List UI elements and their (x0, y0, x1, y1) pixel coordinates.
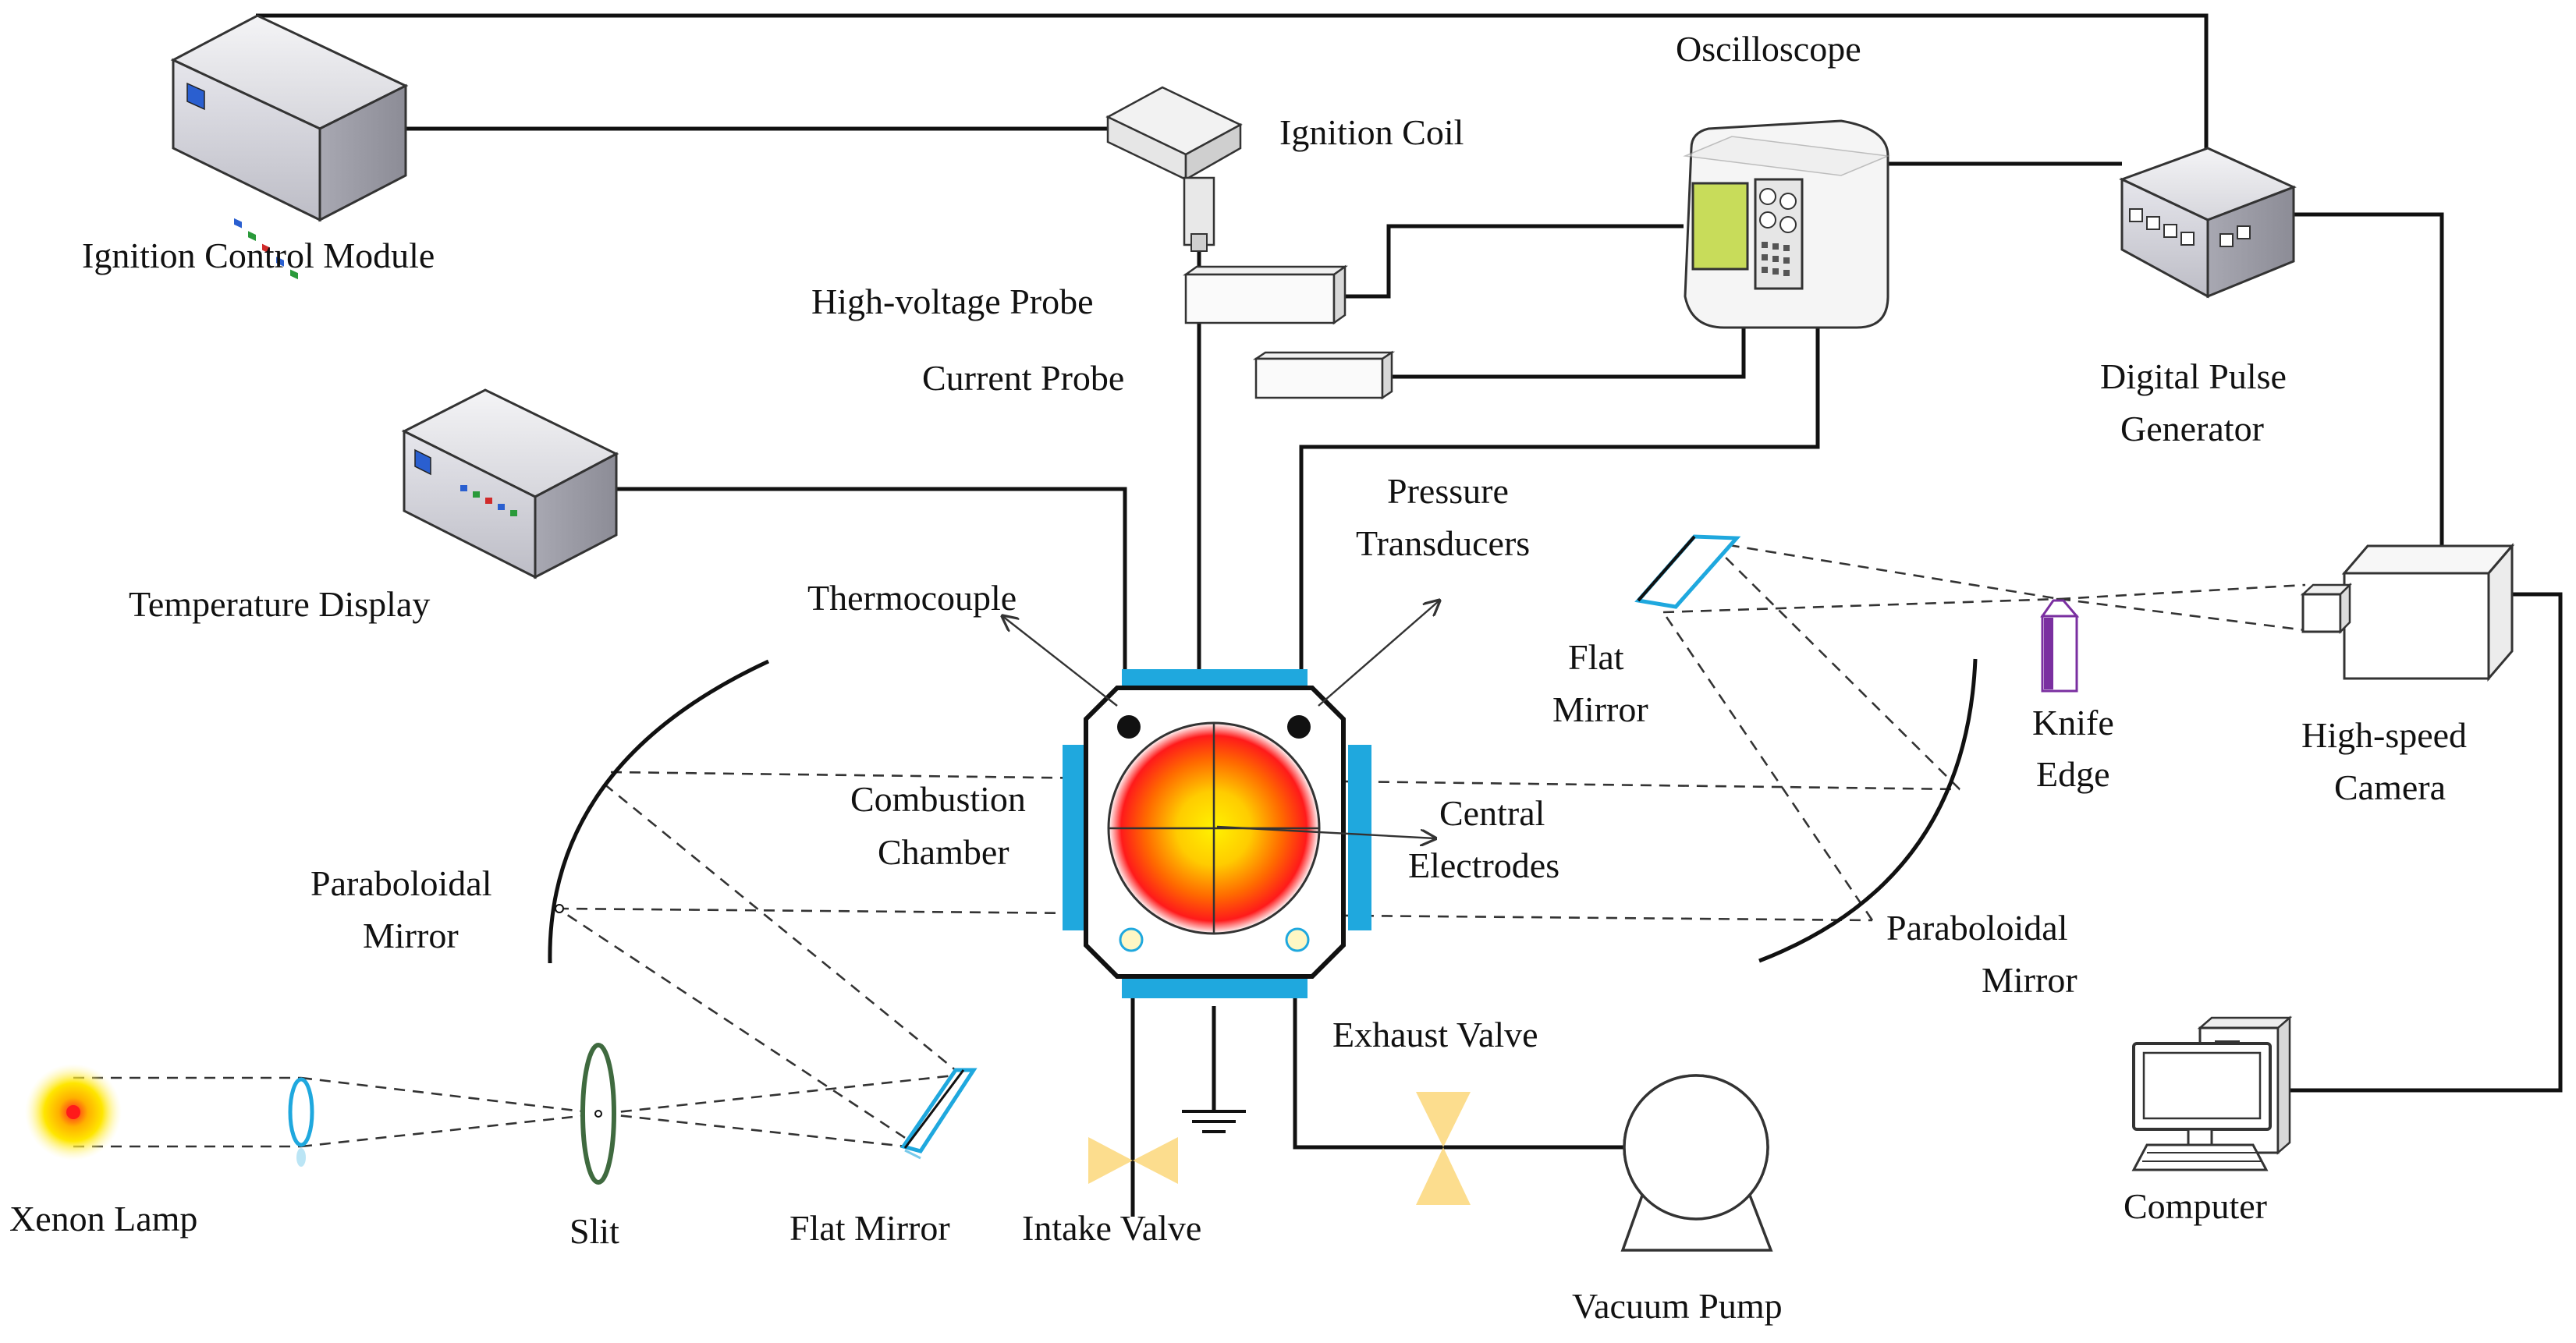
flat-mirror-bottom (899, 1068, 978, 1160)
oscilloscope-screen (1691, 182, 1749, 271)
label-central-electrodes: Central (1439, 793, 1545, 833)
temperature-display (401, 388, 619, 579)
label-flat-mirror-bottom: Flat Mirror (789, 1208, 950, 1248)
beam-knife-to-camera (2059, 583, 2306, 601)
ignition-control-module (170, 14, 409, 280)
port-intake (1119, 927, 1144, 952)
high-voltage-probe (1183, 264, 1348, 325)
port-pressure (1287, 715, 1311, 739)
label-high-voltage-probe: High-voltage Probe (811, 282, 1094, 321)
computer (2131, 1015, 2293, 1171)
exhaust-valve (1416, 1092, 1471, 1205)
beam-flat-mirror-to-paraboloid (557, 907, 921, 1150)
xenon-lamp-core (66, 1105, 80, 1119)
digital-pulse-generator (2119, 147, 2297, 299)
paraboloidal-mirror-right (1758, 658, 1978, 963)
keyboard (2131, 1143, 2269, 1171)
monitor-screen (2142, 1051, 2262, 1120)
port-thermocouple (1117, 715, 1141, 739)
window-right (1348, 745, 1371, 930)
label-knife-edge: Knife (2032, 703, 2114, 742)
wire-ignition-module-to-pulse-generator (256, 13, 2209, 164)
wire-chamber-to-exhaust-pipe (1293, 944, 1624, 1150)
label-ignition-control-module: Ignition Control Module (82, 236, 435, 275)
label-xenon-lamp: Xenon Lamp (9, 1199, 197, 1238)
beam-lens-to-slit (300, 1076, 603, 1115)
annotation-arrows (1002, 601, 1439, 838)
knob-icon (1759, 211, 1776, 229)
beam-knife-to-camera (2059, 597, 2306, 632)
paraboloidal-mirror-left (548, 659, 770, 964)
labels: Ignition Control Module Ignition Coil Os… (9, 29, 2467, 1326)
label-knife-edge: Edge (2036, 754, 2110, 794)
beam-slit-to-flat-mirror (601, 1073, 962, 1115)
beam-slit-to-flat-mirror (601, 1112, 921, 1150)
wire-hv-probe-to-oscilloscope (1334, 224, 1684, 299)
label-paraboloidal-mirror-right: Paraboloidal (1886, 908, 2068, 948)
label-high-speed-camera: Camera (2334, 767, 2446, 807)
wire-pulse-generator-to-camera (2294, 212, 2444, 546)
label-ignition-coil: Ignition Coil (1279, 112, 1464, 152)
beam-to-knife-edge (1662, 597, 2060, 614)
bnc-ports (2129, 208, 2251, 247)
combustion-chamber (1063, 669, 1371, 998)
label-temperature-display: Temperature Display (129, 584, 430, 624)
beam-lens-to-slit (300, 1112, 603, 1148)
vacuum-pump (1620, 1074, 1773, 1252)
label-pressure-transducers: Pressure (1387, 471, 1509, 511)
label-slit: Slit (569, 1211, 619, 1251)
label-digital-pulse-generator: Generator (2120, 409, 2264, 448)
label-oscilloscope: Oscilloscope (1676, 29, 1861, 69)
high-speed-camera (2300, 542, 2515, 682)
label-pressure-transducers: Transducers (1356, 523, 1530, 563)
window-left (1063, 745, 1086, 930)
label-computer: Computer (2124, 1186, 2267, 1226)
wire-temperature-display-to-chamber (612, 487, 1127, 672)
label-paraboloidal-mirror-left: Mirror (363, 916, 459, 955)
camera-lens (2301, 593, 2342, 633)
label-high-speed-camera: High-speed (2301, 715, 2467, 755)
intake-valve (1088, 1137, 1178, 1184)
beam-to-knife-edge (1709, 540, 2060, 601)
wire-camera-to-computer (2290, 592, 2563, 1093)
current-probe (1252, 350, 1396, 400)
knife-edge (2040, 599, 2080, 693)
knob-icon (1779, 193, 1797, 210)
beam-paraboloid-to-flat-mirror (1709, 541, 1960, 790)
beam-paraboloid-to-flat-mirror (1662, 611, 1874, 921)
knob-icon (1779, 216, 1797, 233)
wire-current-probe-to-oscilloscope (1389, 320, 1746, 379)
label-flat-mirror-top: Flat (1568, 637, 1624, 677)
beam-flat-mirror-to-paraboloid (598, 778, 962, 1076)
label-central-electrodes: Electrodes (1408, 845, 1559, 885)
port-exhaust (1285, 927, 1310, 952)
label-thermocouple: Thermocouple (807, 578, 1017, 618)
label-flat-mirror-top: Mirror (1552, 689, 1648, 729)
label-intake-valve: Intake Valve (1022, 1208, 1201, 1248)
label-paraboloidal-mirror-right: Mirror (1982, 960, 2077, 1000)
oscilloscope (1683, 119, 1890, 329)
ignition-coil (1105, 86, 1243, 252)
label-current-probe: Current Probe (922, 358, 1124, 398)
knob-icon (1759, 188, 1776, 205)
label-digital-pulse-generator: Digital Pulse (2100, 356, 2287, 396)
label-paraboloidal-mirror-left: Paraboloidal (310, 863, 492, 903)
flat-mirror-top (1634, 534, 1741, 609)
label-combustion-chamber: Chamber (878, 832, 1009, 872)
label-exhaust-valve: Exhaust Valve (1332, 1015, 1538, 1054)
label-vacuum-pump: Vacuum Pump (1572, 1286, 1783, 1326)
label-combustion-chamber: Combustion (850, 779, 1026, 819)
wire-transducer-to-oscilloscope (1299, 328, 1820, 675)
condenser-lens (288, 1077, 314, 1147)
ignition-module-buttons (234, 218, 298, 280)
